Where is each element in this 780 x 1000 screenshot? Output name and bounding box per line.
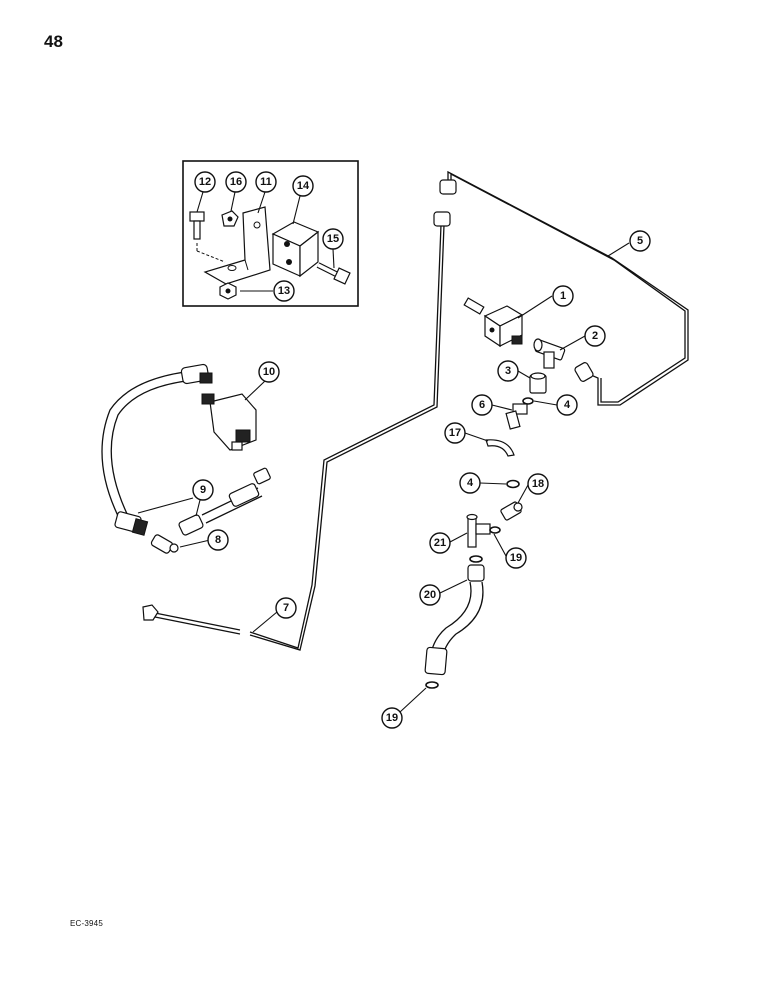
svg-text:15: 15 xyxy=(327,233,339,245)
valve-1-part xyxy=(463,297,524,348)
callout-10: 10 xyxy=(258,361,280,383)
callout-4-upper: 4 xyxy=(556,394,578,416)
callout-4-lower: 4 xyxy=(459,472,481,494)
svg-text:19: 19 xyxy=(510,552,522,564)
callout-13: 13 xyxy=(273,280,295,302)
oring-19a-part xyxy=(469,526,501,563)
tee-2-part xyxy=(533,338,566,369)
block-14-part xyxy=(271,221,320,278)
svg-text:20: 20 xyxy=(424,589,436,601)
nut-13-part xyxy=(219,282,237,300)
reference-code: EC-3945 xyxy=(70,919,103,928)
elbow-8-part xyxy=(150,534,179,554)
svg-text:18: 18 xyxy=(532,478,544,490)
callout-21: 21 xyxy=(429,532,451,554)
callout-18: 18 xyxy=(527,473,549,495)
svg-text:13: 13 xyxy=(278,285,290,297)
callout-3: 3 xyxy=(497,360,519,382)
fitting-18-part xyxy=(500,501,523,521)
svg-text:7: 7 xyxy=(283,602,289,614)
callout-8: 8 xyxy=(207,529,229,551)
callout-7: 7 xyxy=(275,597,297,619)
callout-15: 15 xyxy=(322,228,344,250)
callout-6: 6 xyxy=(471,394,493,416)
callout-19-lower: 19 xyxy=(381,707,403,729)
svg-text:3: 3 xyxy=(505,365,511,377)
callout-17: 17 xyxy=(444,422,466,444)
callout-11: 11 xyxy=(255,171,277,193)
inset-box xyxy=(182,160,359,307)
hose-9-right-part xyxy=(178,467,271,536)
svg-text:17: 17 xyxy=(449,427,461,439)
svg-text:5: 5 xyxy=(637,235,643,247)
svg-text:19: 19 xyxy=(386,712,398,724)
page-number: 48 xyxy=(44,32,63,51)
tee-21-part xyxy=(466,513,491,548)
svg-text:12: 12 xyxy=(199,176,211,188)
callout-2: 2 xyxy=(584,325,606,347)
oring-4a-part xyxy=(522,397,534,405)
nut-16-part xyxy=(221,210,239,227)
svg-text:1: 1 xyxy=(560,290,566,302)
svg-text:2: 2 xyxy=(592,330,598,342)
fitting-6-part xyxy=(505,403,528,430)
svg-text:10: 10 xyxy=(263,366,275,378)
tube-5 xyxy=(439,170,689,406)
callout-12: 12 xyxy=(194,171,216,193)
svg-text:21: 21 xyxy=(434,537,446,549)
callout-19-upper: 19 xyxy=(505,547,527,569)
leader-lines xyxy=(137,191,630,713)
bolt-15-part xyxy=(316,262,351,285)
tube-7 xyxy=(142,211,451,651)
bolt-12-part xyxy=(189,211,226,263)
svg-text:9: 9 xyxy=(200,484,206,496)
svg-text:16: 16 xyxy=(230,176,242,188)
clip-17-part xyxy=(485,439,515,457)
svg-text:14: 14 xyxy=(297,180,310,192)
callout-5: 5 xyxy=(629,230,651,252)
callout-14: 14 xyxy=(292,175,314,197)
callout-20: 20 xyxy=(419,584,441,606)
svg-text:11: 11 xyxy=(260,176,272,188)
svg-text:4: 4 xyxy=(467,477,474,489)
hose-20-part xyxy=(424,564,485,689)
hose-9-left-part xyxy=(101,363,213,536)
svg-text:4: 4 xyxy=(564,399,571,411)
callout-16: 16 xyxy=(225,171,247,193)
oring-4b-part xyxy=(506,479,520,489)
svg-text:6: 6 xyxy=(479,399,485,411)
adapter-3-part xyxy=(529,372,547,394)
callout-9: 9 xyxy=(192,479,214,501)
svg-text:8: 8 xyxy=(215,534,221,546)
callout-1: 1 xyxy=(552,285,574,307)
valve-10-part xyxy=(201,393,257,451)
